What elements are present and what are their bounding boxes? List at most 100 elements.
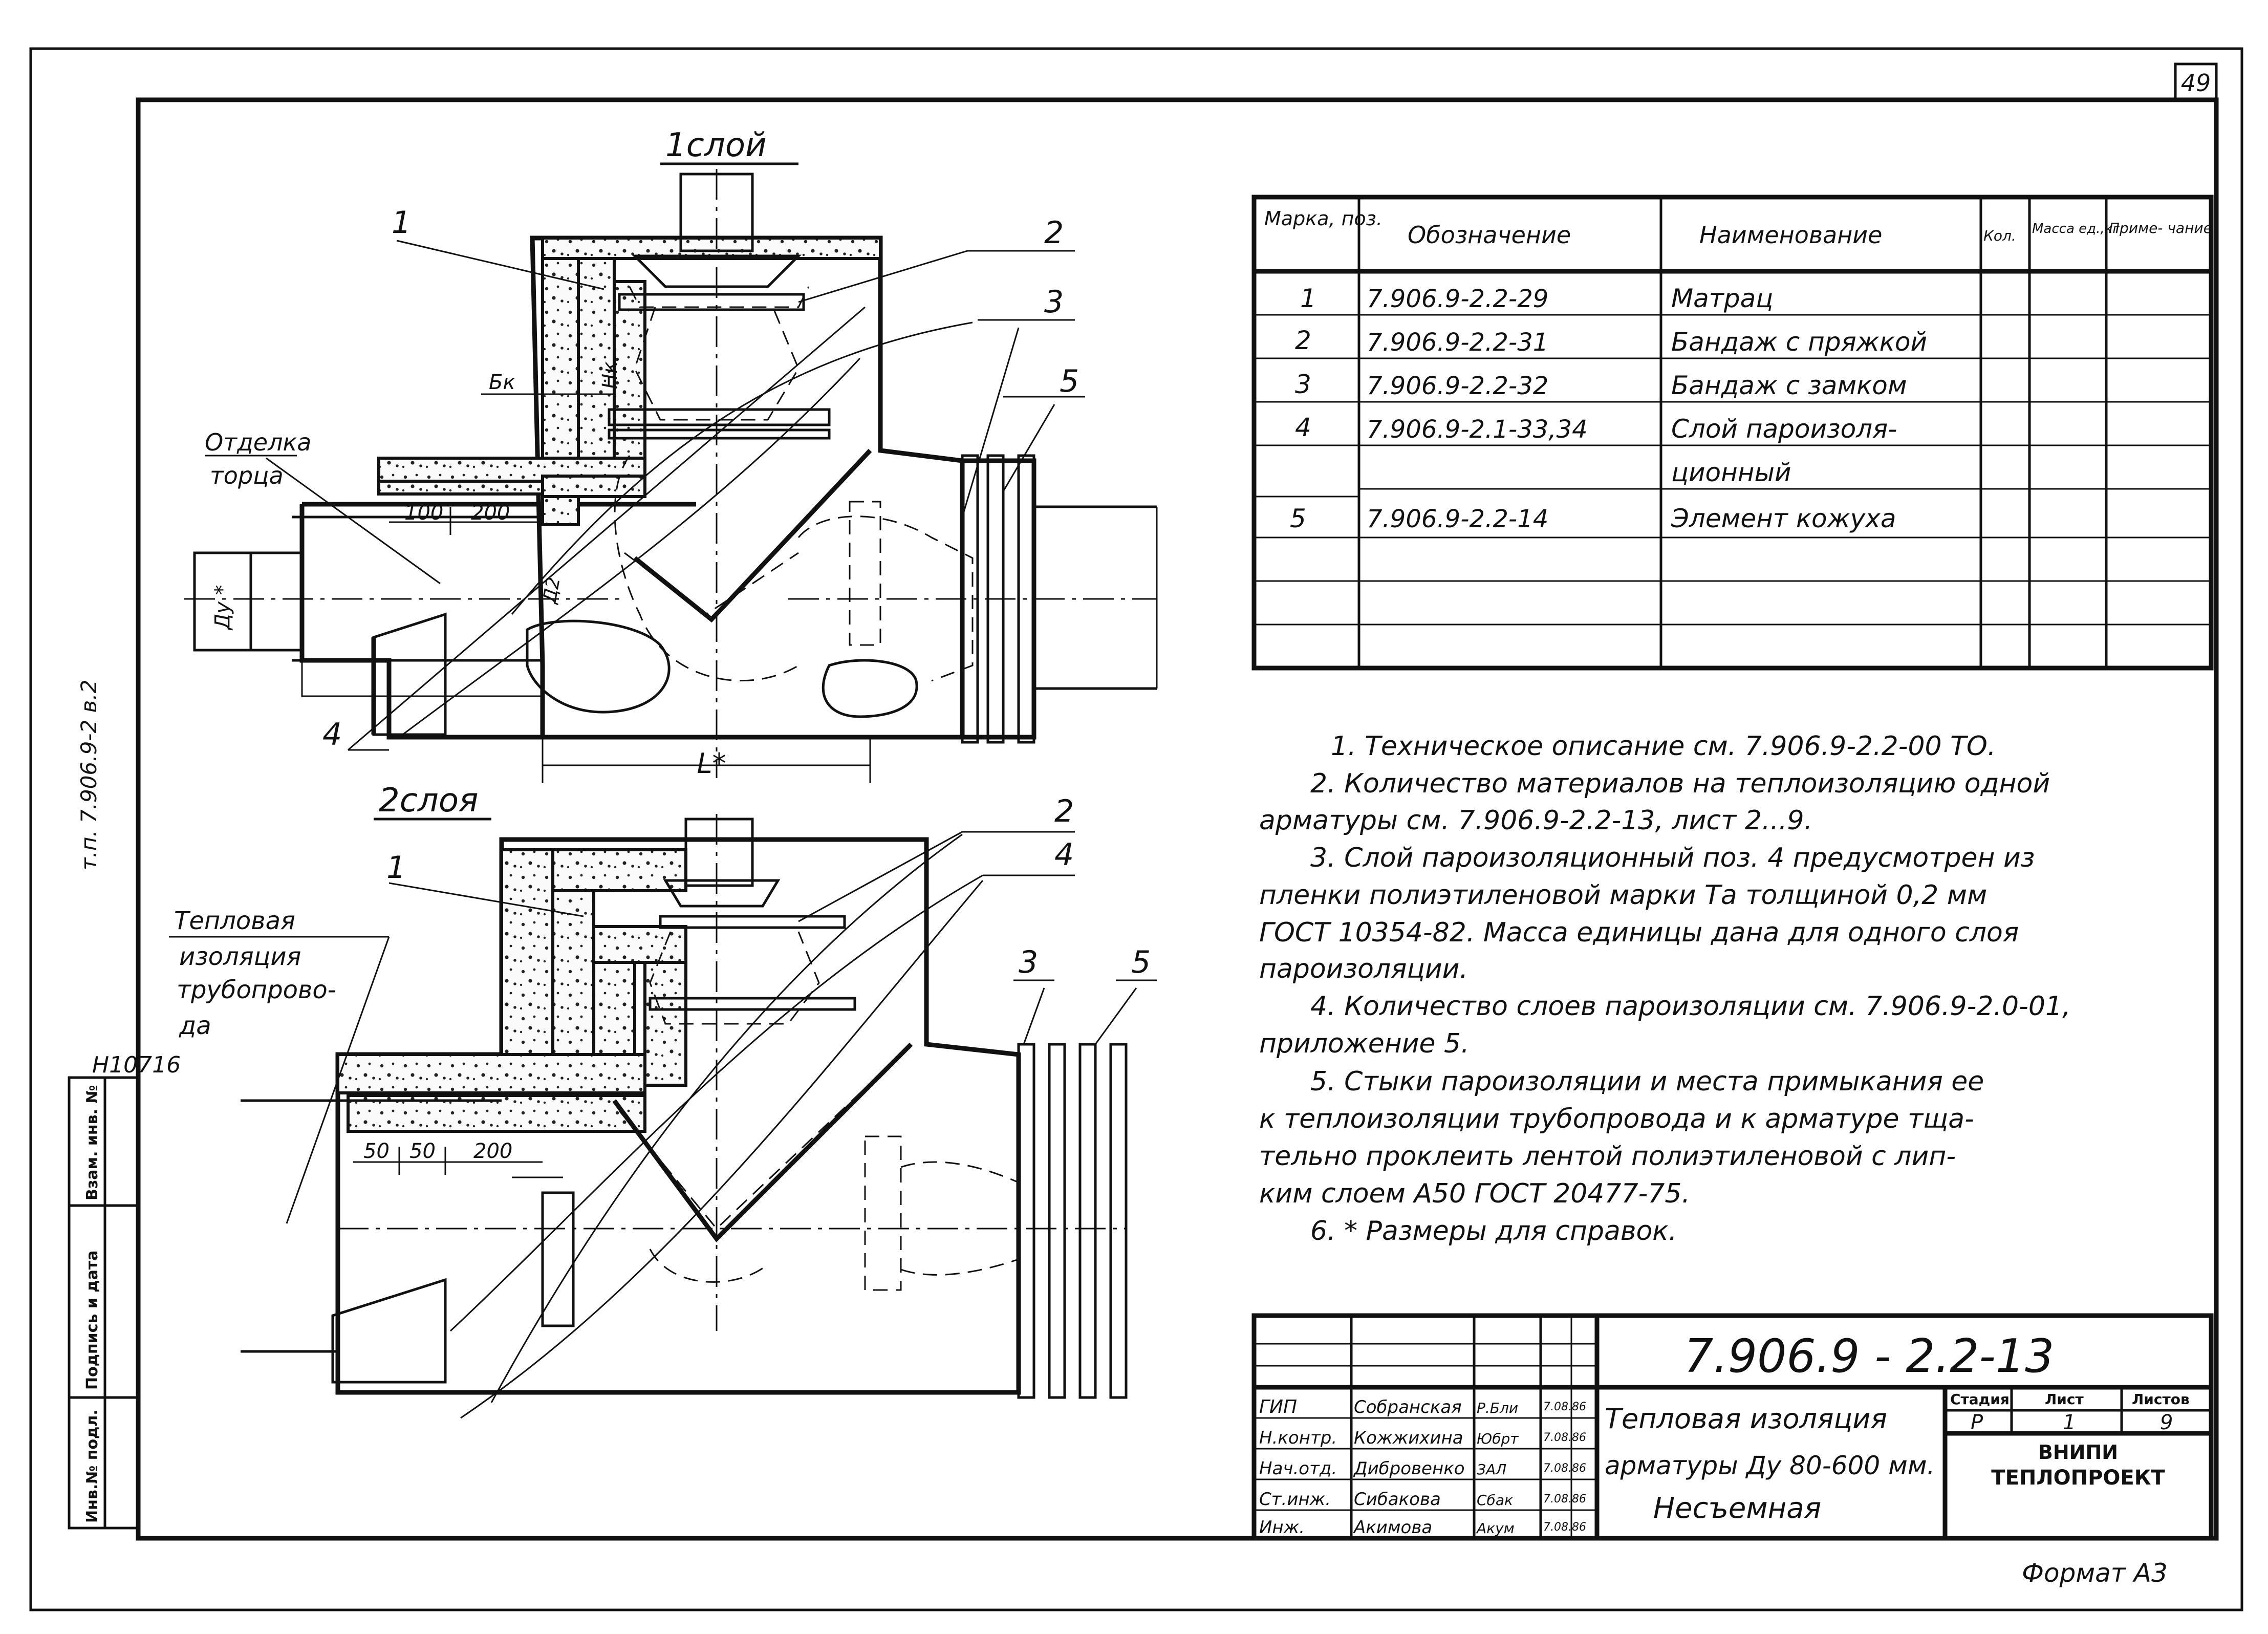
sheet-number-box	[2174, 62, 2218, 101]
top-otdelka-label: Отделка	[205, 428, 311, 456]
person-4-role: Ст.инж.	[1259, 1489, 1331, 1510]
person-2-date: 7.08.86	[1543, 1431, 1586, 1444]
spec-row-2-mark: 2	[1295, 326, 1311, 355]
sheet-number: 49	[2181, 69, 2211, 97]
note-5b: к теплоизоляции трубопровода и к арматур…	[1259, 1104, 1974, 1134]
spec-header-note: Приме- чание	[2109, 220, 2212, 236]
person-3-role: Нач.отд.	[1259, 1458, 1337, 1479]
person-5-name: Акимова	[1353, 1517, 1432, 1538]
side-stamp-code: т.п. 7.906.9-2 в.2	[76, 680, 101, 870]
bottom-callout-2: 2	[1054, 793, 1074, 829]
note-4a: 4. Количество слоев пароизоляции см. 7.9…	[1310, 991, 2071, 1022]
spec-row-4-designation: 7.906.9-2.1-33,34	[1367, 415, 1588, 444]
person-4-name: Сибакова	[1354, 1489, 1441, 1510]
spec-row-3-mark: 3	[1295, 370, 1311, 399]
top-callout-5: 5	[1060, 363, 1079, 399]
spec-row-2-name: Бандаж с пряжкой	[1671, 327, 1927, 357]
title-line-2: арматуры Ду 80-600 мм.	[1605, 1451, 1935, 1480]
top-dim-200: 200	[471, 501, 510, 525]
top-callout-2: 2	[1044, 215, 1064, 251]
note-1: 1. Техническое описание см. 7.906.9-2.2-…	[1331, 731, 1996, 762]
format-label: Формат А3	[2022, 1558, 2168, 1588]
note-2b: арматуры см. 7.906.9-2.2-13, лист 2...9.	[1259, 805, 1812, 836]
top-d2-label: Д2	[539, 575, 565, 606]
person-1-date: 7.08.86	[1543, 1401, 1586, 1413]
person-3-name: Дибровенко	[1353, 1458, 1465, 1479]
top-callout-1: 1	[392, 205, 411, 241]
note-6: 6. * Размеры для справок.	[1310, 1216, 1677, 1246]
spec-table: Марка, поз. Обозначение Наименование Кол…	[1251, 195, 2214, 671]
note-5a: 5. Стыки пароизоляции и места примыкания…	[1310, 1066, 1984, 1097]
spec-row-1-name: Матрац	[1671, 284, 1773, 313]
title-line-3: Несъемная	[1653, 1492, 1821, 1525]
spec-row-3-designation: 7.906.9-2.2-32	[1367, 372, 1548, 400]
sheets-header: Листов	[2132, 1391, 2190, 1408]
person-2-sign: Юбрт	[1477, 1430, 1519, 1447]
top-view: 1слой Ду *	[184, 126, 1158, 783]
side-table-sign: Подпись и дата	[83, 1251, 101, 1390]
bottom-thermal-3: трубопрово-	[177, 976, 336, 1004]
top-view-title: 1слой	[665, 126, 767, 164]
spec-row-2-designation: 7.906.9-2.2-31	[1367, 328, 1548, 357]
sheet-value: 1	[2063, 1411, 2076, 1434]
person-2-name: Кожжихина	[1354, 1428, 1463, 1448]
spec-row-4-mark: 4	[1295, 413, 1311, 442]
title-line-1: Тепловая изоляция	[1605, 1403, 1887, 1435]
spec-row-1-mark: 1	[1300, 284, 1316, 313]
spec-row-1-designation: 7.906.9-2.2-29	[1367, 285, 1548, 313]
bottom-thermal-2: изоляция	[179, 942, 301, 971]
top-hk-label: Нк	[598, 361, 622, 389]
notes: 1. Техническое описание см. 7.906.9-2.2-…	[1259, 731, 2071, 1246]
side-stamp-inv: Н10716	[92, 1052, 181, 1078]
org-line-2: ТЕПЛОПРОЕКТ	[1991, 1466, 2165, 1490]
side-table-replace: Взам. инв. №	[83, 1085, 101, 1200]
spec-row-5-mark: 5	[1290, 504, 1306, 533]
person-1-name: Собранская	[1354, 1397, 1462, 1417]
person-4-sign: Сбак	[1477, 1492, 1513, 1509]
org-line-1: ВНИПИ	[2038, 1441, 2118, 1464]
spec-row-4-name: Слой пароизоля-	[1671, 414, 1897, 444]
spec-row-3-name: Бандаж с замком	[1671, 371, 1907, 400]
person-5-sign: Акум	[1476, 1520, 1515, 1537]
bottom-dim-200: 200	[473, 1140, 512, 1163]
spec-row-4b-name: ционный	[1671, 458, 1791, 487]
bottom-thermal-1: Тепловая	[174, 907, 295, 935]
person-1-sign: Р.Бли	[1477, 1400, 1518, 1416]
outer-frame	[29, 47, 2243, 1611]
bottom-view: 2слоя 50 50	[169, 782, 1157, 1419]
top-torca-label: торца	[210, 462, 284, 489]
note-4b: приложение 5.	[1259, 1028, 1470, 1059]
bottom-dim-50a: 50	[363, 1140, 390, 1163]
top-callout-3: 3	[1044, 284, 1064, 320]
title-block: 7.906.9 - 2.2-13 Тепловая изоляция армат…	[1251, 1313, 2214, 1541]
person-5-role: Инж.	[1259, 1517, 1305, 1538]
spec-header-mass: Масса ед.,кг	[2032, 221, 2120, 236]
note-5d: ким слоем А50 ГОСТ 20477-75.	[1259, 1178, 1690, 1209]
spec-row-5-designation: 7.906.9-2.2-14	[1367, 505, 1548, 533]
spec-header-designation: Обозначение	[1408, 221, 1571, 249]
top-du-label: Ду *	[211, 585, 234, 631]
top-l-dimension: L*	[697, 747, 726, 780]
bottom-callout-1: 1	[386, 850, 406, 886]
stage-header: Стадия	[1950, 1391, 2010, 1408]
top-dim-100: 100	[404, 501, 443, 525]
person-1-role: ГИП	[1259, 1396, 1297, 1417]
note-3c: ГОСТ 10354-82. Масса единицы дана для од…	[1259, 917, 2019, 948]
side-table-inv: Инв.№ подл.	[83, 1409, 101, 1523]
sheet-header: Лист	[2045, 1391, 2084, 1408]
person-5-date: 7.08.86	[1543, 1521, 1586, 1534]
bottom-callout-3: 3	[1019, 944, 1038, 980]
top-bk-label: Бк	[489, 371, 515, 394]
spec-header-qty: Кол.	[1983, 227, 2016, 244]
note-3a: 3. Слой пароизоляционный поз. 4 предусмо…	[1310, 843, 2035, 873]
person-3-sign: ЗАЛ	[1477, 1461, 1506, 1478]
doc-code: 7.906.9 - 2.2-13	[1684, 1329, 2054, 1383]
bottom-thermal-4: да	[179, 1012, 211, 1040]
spec-row-5-name: Элемент кожуха	[1671, 504, 1896, 533]
note-3d: пароизоляции.	[1259, 954, 1468, 984]
stage-value: Р	[1971, 1411, 1983, 1434]
sheets-value: 9	[2160, 1411, 2173, 1434]
note-5c: тельно проклеить лентой полиэтиленовой с…	[1259, 1141, 1956, 1172]
bottom-callout-5: 5	[1131, 944, 1151, 980]
